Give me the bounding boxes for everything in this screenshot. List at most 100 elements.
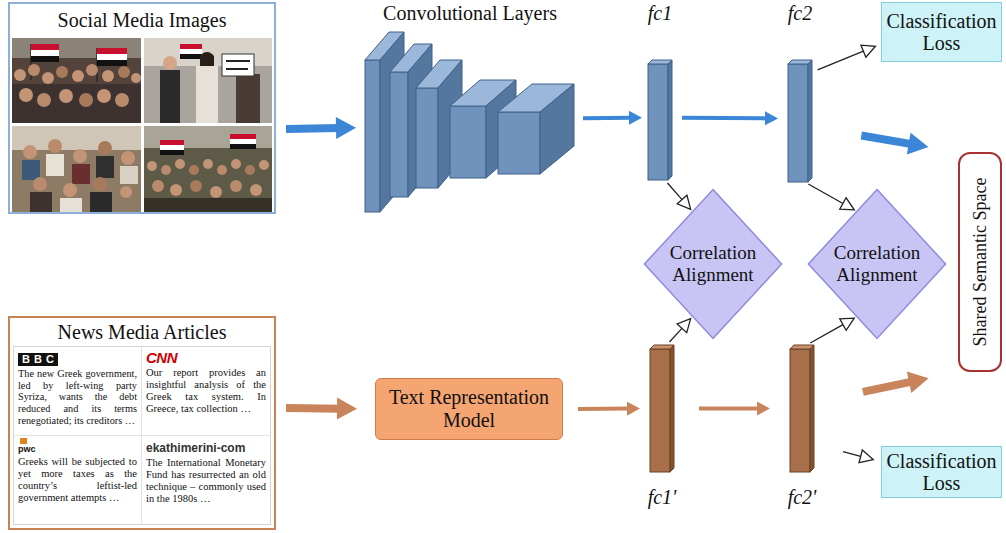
illustration-shape (144, 198, 272, 212)
connector (699, 402, 770, 416)
illustration-shape (97, 54, 127, 60)
arrow-shaft (669, 328, 681, 342)
diamond-outline (808, 190, 945, 339)
arrow-shaft (861, 136, 911, 145)
illustration-shape (390, 72, 408, 197)
layer-label: fc2' (788, 486, 817, 508)
illustration-shape (180, 44, 202, 49)
conv-layer-stack: Convolutional Layers (362, 30, 578, 214)
article-text: The International Monetary Fund has resu… (146, 457, 266, 505)
illustration-shape (160, 150, 184, 155)
illustration-shape (96, 156, 114, 178)
figure-head (230, 180, 242, 192)
bar-side (668, 60, 672, 180)
illustration-shape (12, 84, 141, 123)
figure-head (231, 159, 241, 169)
fc-layer: fc1 (648, 60, 672, 180)
diamond-outline (644, 190, 781, 339)
illustration-shape (144, 126, 272, 212)
arrow-shaft (863, 382, 912, 392)
figure-head (175, 159, 185, 169)
figure-head (161, 165, 171, 175)
figure-head (42, 72, 54, 84)
connector (810, 318, 854, 343)
article-cell: CNN Our report provides an insightful ana… (142, 347, 270, 436)
illustration-shape (230, 139, 256, 144)
bar-front (788, 64, 808, 182)
illustration-shape (226, 60, 250, 62)
connector (861, 133, 928, 155)
bar-side (810, 345, 814, 472)
image-panel: Social Media Images (8, 2, 276, 214)
figure-head (190, 180, 202, 192)
illustration-shape (60, 198, 82, 212)
illustration-shape (22, 160, 40, 180)
illustration-shape (31, 56, 59, 62)
article-text: Our report provides an insightful analys… (146, 367, 266, 415)
figure-head (118, 66, 130, 78)
figure-head (250, 184, 262, 196)
illustration-shape (200, 52, 214, 66)
illustration-shape (222, 54, 254, 76)
process-box: Classification Loss (881, 446, 1002, 498)
bar-front (790, 349, 810, 472)
illustration-shape (180, 54, 202, 59)
arrow-head (757, 402, 770, 416)
figure-head (152, 180, 164, 192)
outlet-logo: BBC (18, 353, 58, 366)
figure-head (170, 184, 182, 196)
illustration-shape (120, 166, 138, 184)
figure-head (59, 89, 73, 103)
figure-head (79, 93, 93, 107)
process-box: Text Representation Model (375, 378, 563, 440)
arrow-shaft (808, 184, 843, 203)
figure-head (147, 161, 157, 171)
illustration-shape (160, 140, 184, 145)
illustration-shape (416, 88, 438, 188)
figure-head (217, 165, 227, 175)
process-box: Classification Loss (881, 2, 1002, 62)
illustration-shape (31, 44, 59, 50)
arrow-shaft (818, 51, 864, 70)
arrow-head (336, 117, 356, 139)
connector (808, 184, 854, 210)
connector (667, 183, 690, 209)
figure-head (48, 139, 62, 153)
figure-head (93, 177, 107, 191)
arrow-head (861, 45, 875, 57)
layer-label: fc1' (648, 486, 677, 508)
illustration-shape (97, 48, 127, 54)
layer-label: fc2 (788, 2, 812, 24)
figure-head (259, 160, 269, 170)
diamond-label: Correlation Alignment (807, 242, 947, 286)
illustration-shape (46, 154, 64, 176)
illustration-shape (30, 192, 52, 212)
layer-bar (788, 60, 812, 182)
connector (286, 398, 357, 420)
connector (682, 111, 778, 125)
connector (818, 45, 876, 70)
illustration-shape (160, 145, 184, 150)
figure-head (131, 73, 141, 83)
illustration-shape (450, 106, 486, 178)
illustration-shape (365, 60, 380, 212)
figure-head (73, 149, 87, 163)
illustration-shape (72, 164, 90, 184)
connector (669, 319, 690, 342)
fc-layer: fc2' (790, 345, 814, 472)
layer-label: fc1 (648, 2, 672, 24)
outlet-logo: CNN (146, 350, 177, 365)
article-cell: BBC The new Greek government, led by left… (14, 347, 142, 436)
outlet-logo: pwc (18, 438, 36, 454)
arrow-head (765, 111, 778, 125)
arrow-shaft (699, 407, 759, 411)
figure-head (37, 93, 51, 107)
figure-head (163, 56, 177, 70)
conv-layers (365, 32, 574, 212)
illustration-shape (540, 84, 574, 174)
article-text: The new Greek government, led by left-wi… (18, 368, 137, 426)
arrow-head (337, 398, 357, 420)
connector (843, 450, 873, 463)
layer-bar (790, 345, 814, 472)
arrow-shaft (843, 452, 861, 457)
